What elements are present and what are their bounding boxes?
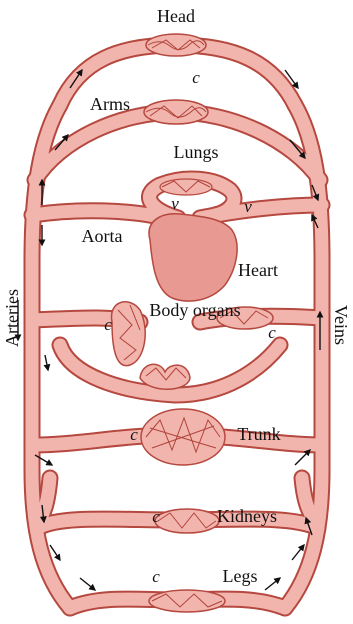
label-valve-right: v	[244, 197, 252, 216]
arrow-legs-bottom-left	[80, 578, 95, 590]
label-aorta: Aorta	[82, 226, 123, 246]
arrow-legs-right	[292, 545, 304, 560]
label-lungs: Lungs	[174, 142, 219, 162]
label-heart: Heart	[238, 260, 278, 280]
label-arms: Arms	[90, 94, 130, 114]
label-trunk: Trunk	[237, 424, 280, 444]
capillary-bed-body-organs-left	[112, 302, 146, 366]
label-head-capillary: c	[192, 68, 200, 87]
capillary-bed-legs	[149, 590, 225, 612]
capillary-bed-trunk	[141, 409, 225, 465]
capillary-bed-arms	[144, 100, 208, 124]
label-body-organs-capillary-right: c	[268, 323, 276, 342]
label-body-organs-capillary-left: c	[104, 315, 112, 334]
arrow-organs-down-left	[45, 355, 48, 370]
label-trunk-capillary: c	[130, 425, 138, 444]
label-kidneys: Kidneys	[217, 506, 277, 526]
label-arteries: Arteries	[2, 289, 22, 347]
label-head: Head	[157, 6, 195, 26]
label-legs-capillary: c	[152, 567, 160, 586]
capillary-bed-body-organs-lower	[140, 364, 190, 389]
capillary-bed-head	[146, 34, 206, 56]
label-kidneys-capillary: c	[152, 507, 160, 526]
heart-shape	[149, 214, 237, 301]
label-body-organs: Body organs	[149, 300, 240, 320]
label-veins: Veins	[331, 305, 351, 345]
capillary-bed-lungs	[160, 179, 212, 195]
capillary-bed-kidneys	[155, 509, 219, 533]
label-valve-left: v	[171, 194, 179, 213]
arrow-legs-bottom-right	[265, 578, 280, 590]
label-legs: Legs	[223, 566, 258, 586]
